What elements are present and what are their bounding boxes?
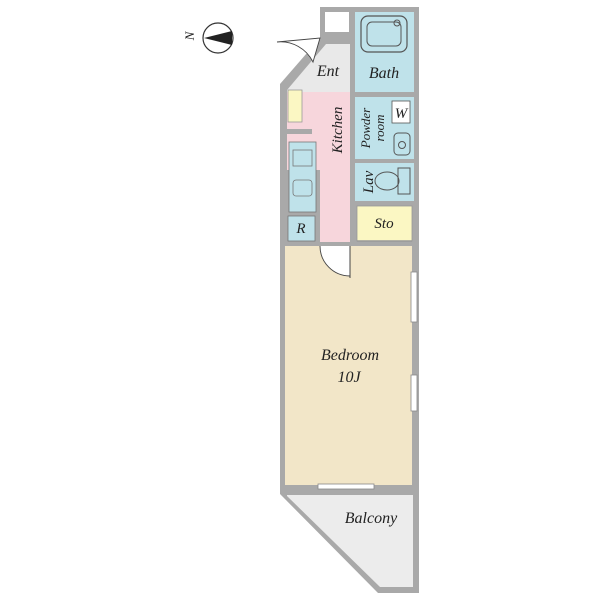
shoe-cabinet — [287, 89, 303, 123]
north-arrow-icon — [204, 31, 232, 45]
toilet-tank-icon — [397, 167, 411, 195]
compass: N — [182, 22, 234, 54]
kitchen-counter — [288, 141, 317, 213]
storage-label: Sto — [374, 216, 394, 232]
balcony-floor — [287, 495, 413, 587]
refrigerator-space — [287, 215, 316, 242]
bedroom-size-label: 10J — [337, 369, 361, 386]
north-label: N — [182, 30, 197, 41]
bathtub-icon — [360, 15, 408, 53]
entrance-door-swing — [276, 37, 321, 64]
lavatory-label: Lav — [361, 170, 377, 194]
refrigerator-label: R — [295, 221, 305, 237]
bath-label: Bath — [369, 65, 399, 82]
entrance-label: Ent — [316, 63, 340, 80]
washer-space — [391, 100, 411, 124]
balcony-label: Balcony — [345, 510, 398, 527]
sink-icon — [292, 179, 313, 197]
basin-drain-icon — [398, 141, 406, 149]
entrance-floor — [287, 44, 350, 92]
powder-room-label-2: room — [372, 115, 387, 142]
faucet-icon — [393, 19, 401, 27]
kitchen-partition — [287, 129, 312, 134]
storage-floor — [356, 205, 413, 242]
washer-label: W — [395, 106, 409, 122]
kitchen-floor-lower — [320, 170, 350, 242]
stove-icon — [292, 149, 313, 167]
balcony-window — [317, 483, 375, 490]
duct-space — [325, 12, 349, 32]
lavatory-floor — [355, 163, 414, 201]
washbasin-icon — [393, 132, 411, 156]
bedroom-label: Bedroom — [321, 347, 379, 364]
powder-room-label-1: Powder — [358, 107, 373, 149]
kitchen-label: Kitchen — [330, 107, 346, 155]
window-right-upper — [410, 271, 418, 323]
toilet-bowl-icon — [374, 171, 400, 191]
bathtub-inner — [366, 21, 402, 47]
window-right-lower — [410, 374, 418, 412]
bedroom-door-swing — [319, 245, 351, 277]
bedroom-floor — [285, 246, 412, 485]
